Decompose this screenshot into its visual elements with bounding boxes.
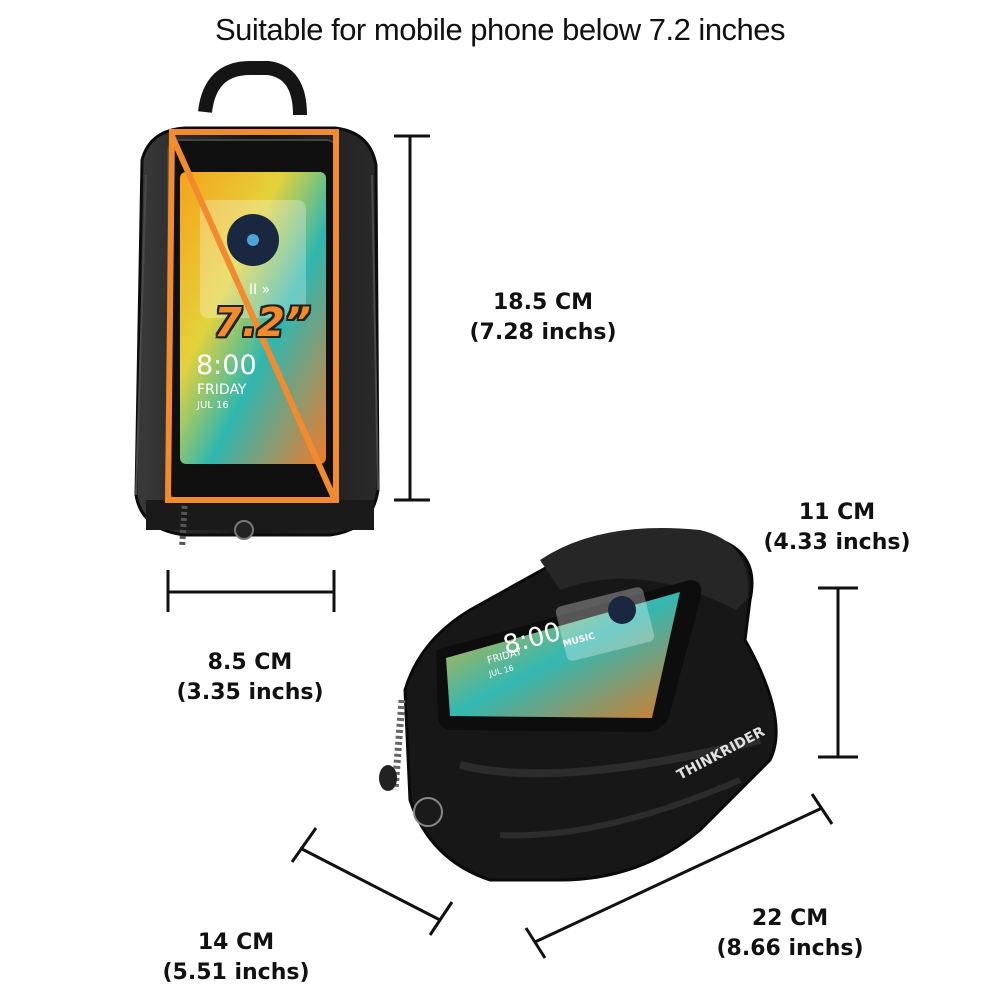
diagonal-frame bbox=[164, 129, 339, 503]
long-length-cm: 22 CM bbox=[751, 906, 829, 931]
diagonal-size-label: 7.2” bbox=[214, 300, 311, 346]
height-cm: 18.5 CM bbox=[493, 290, 593, 315]
short-length-in: (5.51 inchs) bbox=[162, 960, 310, 985]
depth-height-in: (4.33 inchs) bbox=[763, 530, 911, 555]
height-label: 18.5 CM (7.28 inchs) bbox=[448, 288, 638, 348]
bag-handle bbox=[198, 61, 307, 116]
width-label: 8.5 CM (3.35 inchs) bbox=[150, 648, 350, 708]
cable-port-icon bbox=[413, 797, 443, 827]
phone-time: 8:00 bbox=[196, 350, 257, 381]
short-length-dimension bbox=[290, 827, 454, 936]
diagonal-line bbox=[169, 134, 337, 500]
width-in: (3.35 inchs) bbox=[176, 680, 324, 705]
short-length-cm: 14 CM bbox=[197, 930, 275, 955]
zipper bbox=[179, 499, 188, 549]
long-length-dimension bbox=[524, 793, 834, 959]
depth-height-cm: 11 CM bbox=[798, 500, 876, 525]
width-dimension bbox=[166, 570, 336, 612]
width-cm: 8.5 CM bbox=[207, 650, 293, 675]
front-view-bag: « II » bbox=[134, 61, 380, 549]
short-length-label: 14 CM (5.51 inchs) bbox=[136, 928, 336, 988]
height-dimension bbox=[394, 134, 430, 502]
depth-height-dimension bbox=[818, 586, 858, 759]
phone-date: JUL 16 bbox=[197, 400, 229, 411]
headline: Suitable for mobile phone below 7.2 inch… bbox=[214, 12, 786, 47]
music-disc-icon bbox=[608, 596, 636, 624]
angled-view-bag: THINKRIDER bbox=[379, 528, 778, 882]
depth-height-label: 11 CM (4.33 inchs) bbox=[742, 498, 932, 558]
phone-day: FRIDAY bbox=[197, 382, 247, 398]
height-in: (7.28 inchs) bbox=[469, 320, 617, 345]
long-length-in: (8.66 inchs) bbox=[716, 936, 864, 961]
zipper-pull bbox=[379, 765, 397, 791]
long-length-label: 22 CM (8.66 inchs) bbox=[690, 904, 890, 964]
